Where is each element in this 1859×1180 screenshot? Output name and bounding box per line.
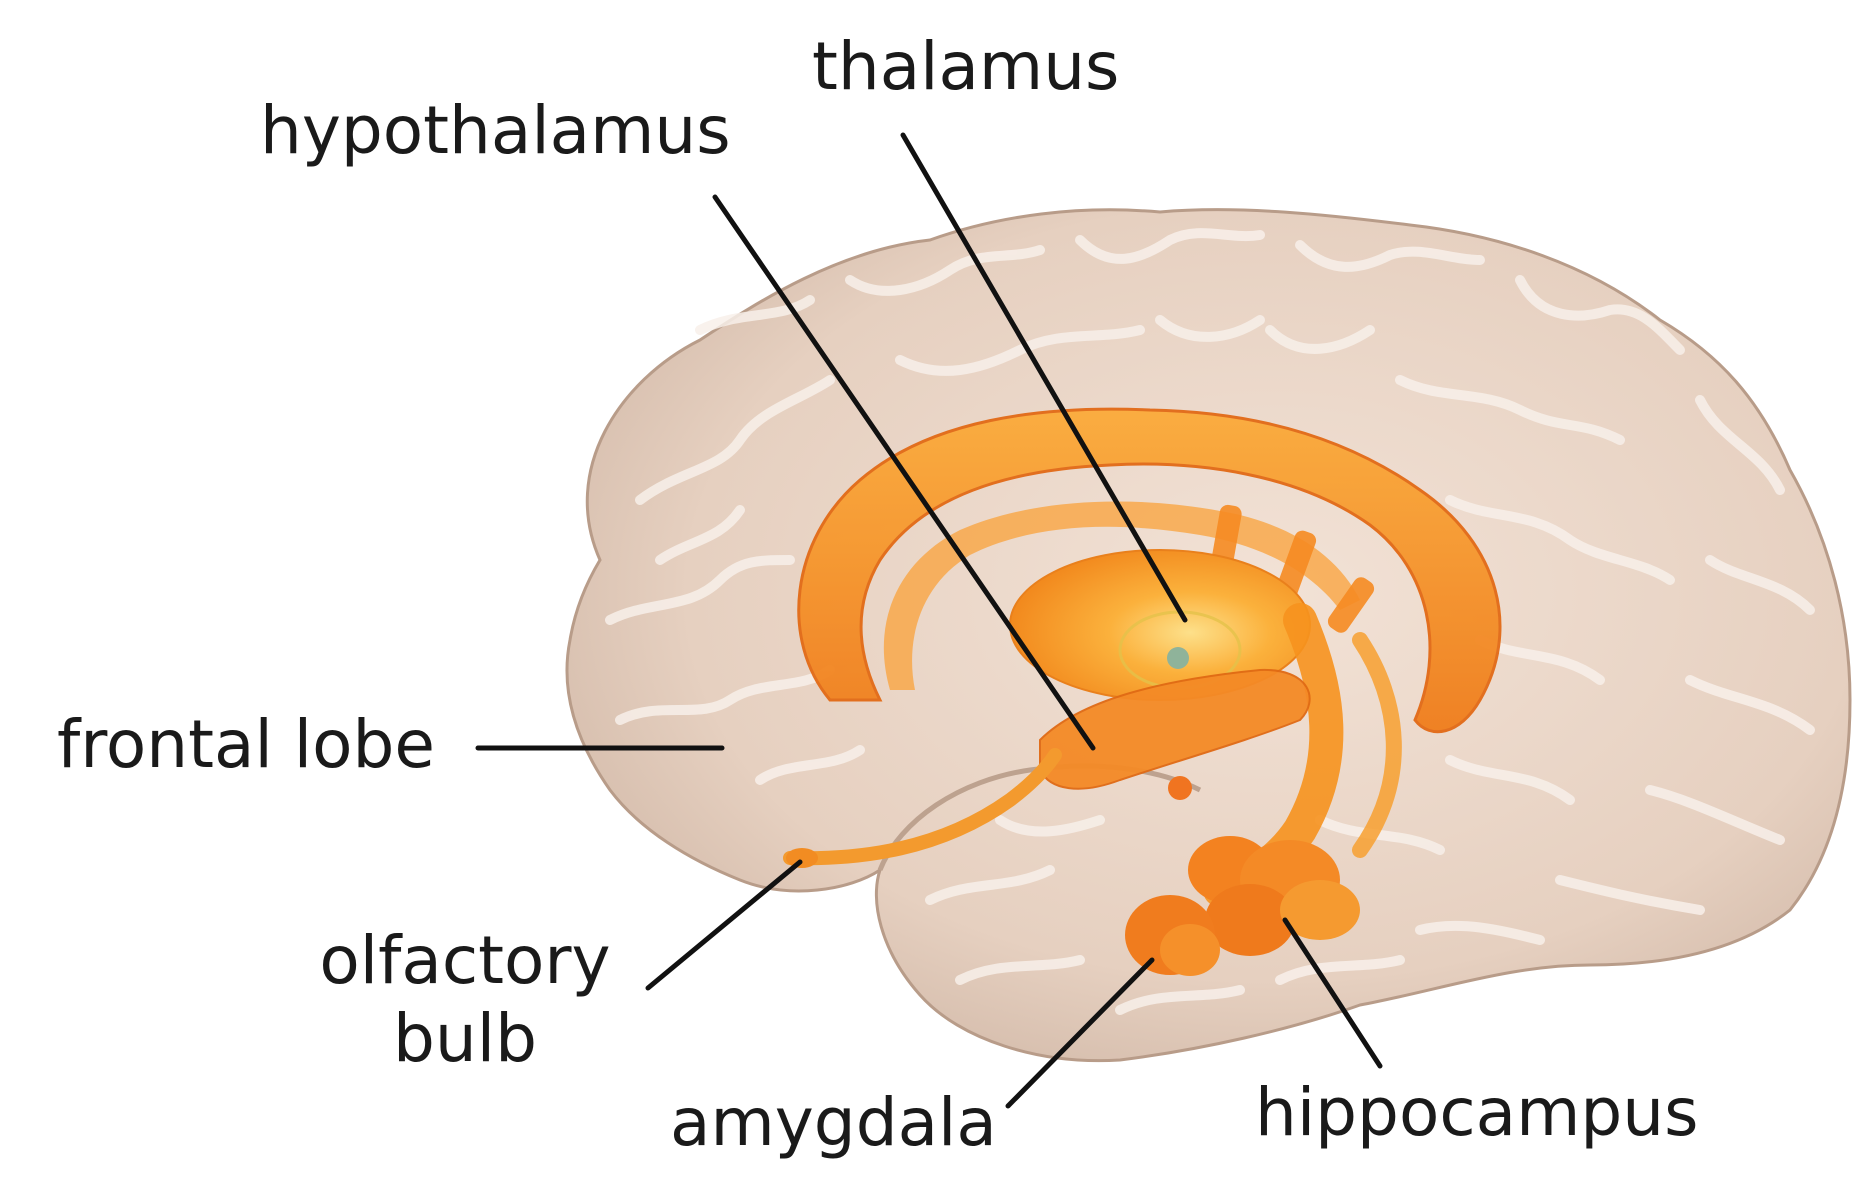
label-olfactory-line2: bulb	[393, 1000, 537, 1077]
gyri-pattern	[605, 228, 1815, 1015]
olfactory-bulb-shape	[786, 848, 818, 868]
thalamus-nucleus	[1167, 647, 1189, 669]
hypothalamus-shape	[1039, 668, 1311, 790]
thalamus-leader	[900, 132, 1188, 623]
label-hippocampus: hippocampus	[1255, 1074, 1699, 1151]
leader-lines	[475, 132, 1383, 1109]
hypothalamus-leader	[712, 194, 1096, 751]
label-hypothalamus: hypothalamus	[260, 92, 731, 169]
label-olfactory-line1: olfactory	[319, 922, 611, 999]
label-thalamus: thalamus	[812, 28, 1120, 105]
label-amygdala: amygdala	[670, 1084, 997, 1161]
limbic-arch	[797, 407, 1502, 734]
temporal-lobe-edge	[877, 763, 1202, 871]
amygdala-leader	[1005, 957, 1155, 1109]
hippocampus-leader	[1282, 917, 1383, 1069]
olfactory-leader	[645, 859, 803, 991]
olfactory-tract	[783, 748, 1062, 866]
label-frontal-lobe: frontal lobe	[57, 706, 435, 783]
hippocampus-shape	[1188, 836, 1360, 956]
label-olfactory-bulb: olfactory bulb	[300, 922, 630, 1078]
